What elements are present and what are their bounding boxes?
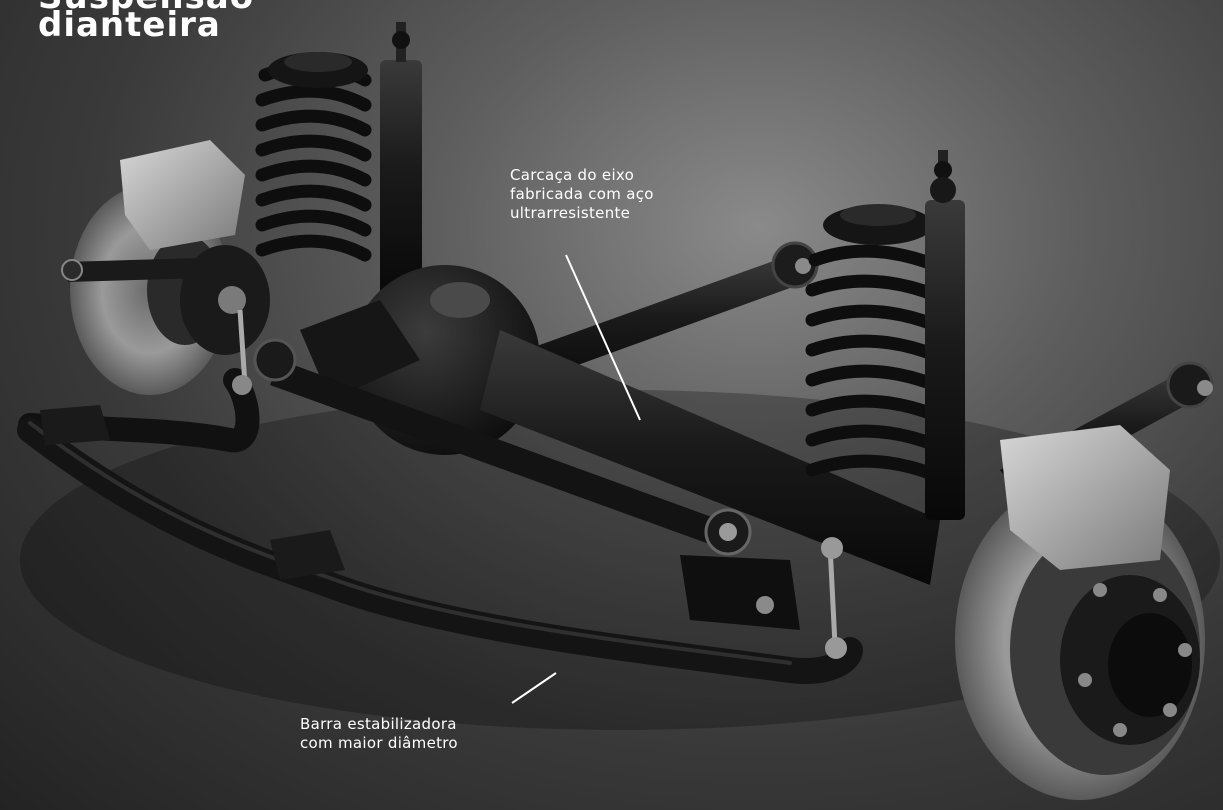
axle-housing-callout: Carcaça do eixo fabricada com aço ultrar… (510, 166, 654, 223)
stabilizer-bar-leader-line (511, 672, 557, 704)
title-line-cut: Suspensão (38, 0, 254, 14)
stabilizer-bracket-left (40, 405, 110, 445)
axle-tube (480, 330, 940, 585)
callout-line: Barra estabilizadora (300, 715, 457, 733)
axle-housing-leader-line (565, 254, 641, 421)
stabilizer-bracket-right (270, 530, 345, 580)
track-bar (270, 360, 720, 545)
left-shock-absorber (380, 60, 422, 300)
left-caliper (120, 140, 245, 250)
right-coil-spring (805, 244, 942, 482)
wheel-studs (1078, 583, 1192, 737)
stabilizer-end-link-right (827, 544, 838, 646)
callout-line: Carcaça do eixo (510, 166, 635, 184)
right-caliper (1000, 425, 1170, 570)
page-title: dianteira (38, 5, 221, 45)
left-coil-spring (255, 59, 372, 262)
axle-bracket (680, 555, 800, 630)
callout-line: com maior diâmetro (300, 734, 458, 752)
callout-line: ultrarresistente (510, 204, 631, 222)
right-shock-absorber (925, 200, 965, 520)
stabilizer-end-link-left (237, 309, 248, 386)
stabilizer-bar-callout: Barra estabilizadora com maior diâmetro (300, 715, 458, 753)
callout-line: fabricada com aço (510, 185, 654, 203)
